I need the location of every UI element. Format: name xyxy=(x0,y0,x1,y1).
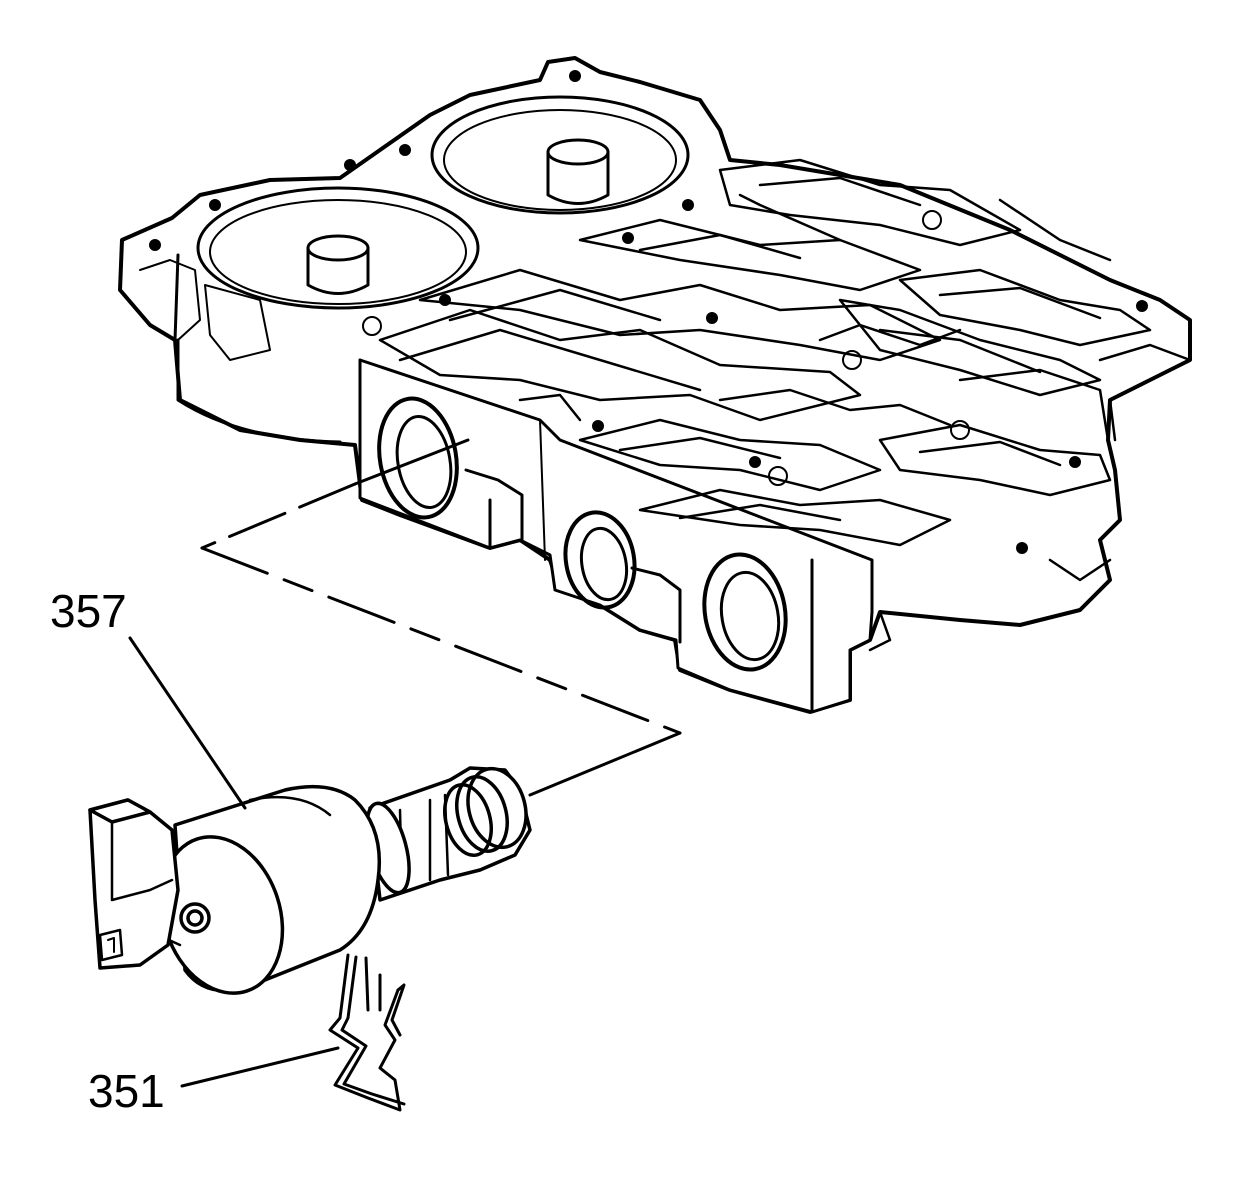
left-bore xyxy=(198,188,478,308)
leader-line-357 xyxy=(130,638,245,808)
valve-body xyxy=(120,58,1190,712)
retainer-clip-wire xyxy=(330,955,400,1110)
leader-lines xyxy=(130,638,338,1086)
valve-channels xyxy=(380,160,1190,650)
solenoid xyxy=(90,762,534,1009)
leader-line-351 xyxy=(182,1048,338,1086)
right-boss xyxy=(548,152,608,204)
front-ports xyxy=(370,392,794,676)
callout-357: 357 xyxy=(50,585,127,637)
retainer-clip xyxy=(330,955,404,1110)
bolt-holes xyxy=(149,70,1148,554)
right-bore xyxy=(432,97,688,213)
callout-351: 351 xyxy=(88,1065,165,1117)
alignment-line xyxy=(202,440,680,795)
